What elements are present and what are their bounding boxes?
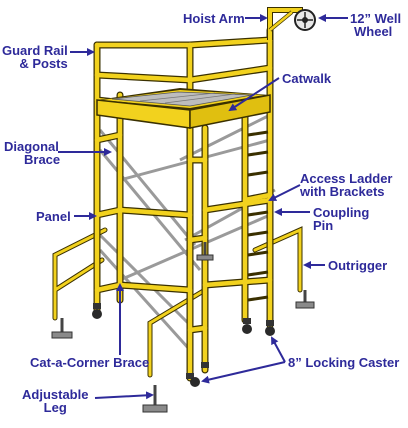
label-well-wheel-line1: 12” Well: [350, 11, 402, 26]
label-adjustable-leg-line2: Leg: [43, 400, 67, 415]
label-diagonal-brace-line2: Brace: [24, 152, 61, 167]
label-guard-rail: Guard Rail & Posts: [2, 44, 68, 70]
label-adjustable-leg: Adjustable Leg: [22, 388, 88, 414]
label-guard-rail-line2: & Posts: [19, 56, 68, 71]
label-well-wheel: 12” Well Wheel: [350, 12, 401, 38]
base-plates: [51, 242, 315, 413]
label-access-ladder-line2: with Brackets: [300, 184, 385, 199]
label-catwalk: Catwalk: [282, 71, 332, 86]
label-cat-a-corner-brace: Cat-a-Corner Brace: [30, 355, 150, 370]
label-access-ladder-line1: Access Ladder: [300, 171, 393, 186]
label-access-ladder: Access Ladder with Brackets: [300, 172, 393, 198]
label-coupling-pin-line2: Pin: [313, 218, 334, 233]
label-locking-caster: 8” Locking Caster: [288, 355, 400, 370]
label-guard-rail-line1: Guard Rail: [2, 43, 68, 58]
access-ladder: [247, 130, 269, 302]
label-adjustable-leg-line1: Adjustable: [22, 387, 89, 402]
label-outrigger: Outrigger: [328, 258, 388, 273]
label-hoist-arm: Hoist Arm: [183, 11, 245, 26]
label-diagonal-brace-line1: Diagonal: [4, 139, 59, 154]
label-panel: Panel: [36, 209, 71, 224]
label-diagonal-brace: Diagonal Brace: [4, 140, 60, 166]
well-wheel: [294, 9, 316, 31]
locking-casters: [92, 303, 275, 387]
label-well-wheel-line2: Wheel: [354, 24, 393, 39]
label-coupling-pin: Coupling Pin: [313, 206, 369, 232]
label-coupling-pin-line1: Coupling: [313, 205, 370, 220]
catwalk-deck: [96, 88, 271, 129]
pointer-arrows: [58, 14, 348, 400]
